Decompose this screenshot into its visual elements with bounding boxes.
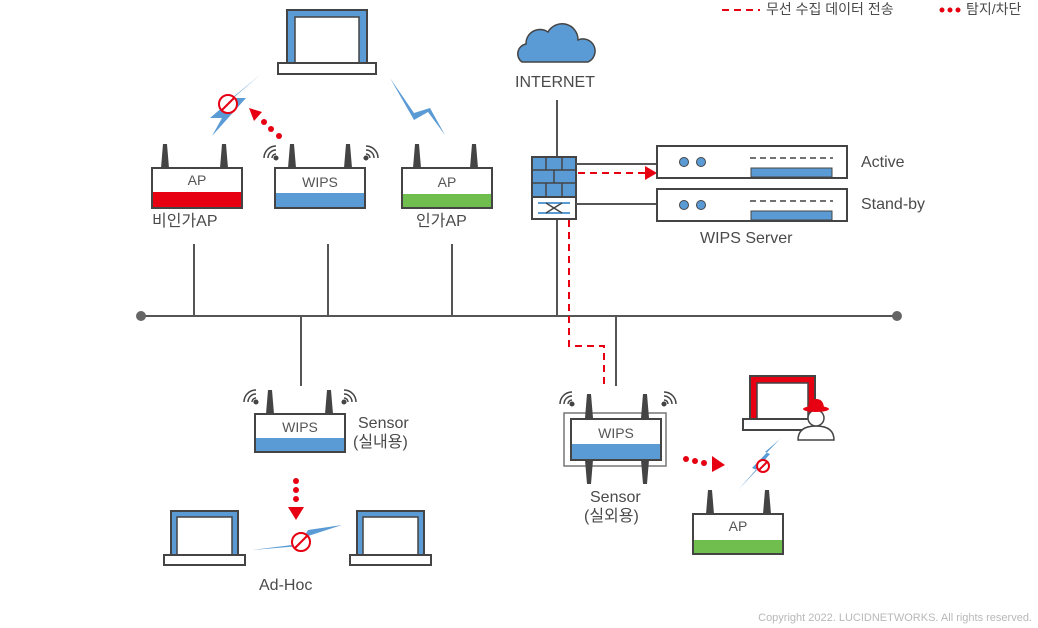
outdoor-sensor-box-label: WIPS (598, 425, 634, 441)
legend-collect-label: 무선 수집 데이터 전송 (766, 1, 894, 17)
rogue-ap-device (151, 144, 243, 209)
indoor-sensor-device (254, 390, 346, 453)
backbone-end-left (136, 311, 146, 321)
server-caption: WIPS Server (700, 230, 793, 247)
adhoc-caption: Ad-Hoc (259, 577, 313, 594)
wips-top-device (274, 144, 366, 209)
collect-arrow-server (578, 166, 657, 180)
hacker-laptop (742, 375, 816, 431)
outdoor-sensor-device (563, 394, 667, 484)
server-standby-label: Stand-by (861, 196, 926, 213)
block-icon-rogue (218, 94, 238, 114)
laptop-top (277, 9, 377, 75)
wireless-link-auth (390, 78, 445, 135)
block-icon-adhoc (291, 532, 311, 552)
copyright: Copyright 2022. LUCIDNETWORKS. All right… (758, 612, 1032, 624)
outdoor-sensor-caption-1: Sensor (590, 489, 641, 506)
outdoor-sensor-caption-2: (실외용) (584, 508, 639, 525)
collect-path-outdoor (568, 220, 605, 386)
server-active (656, 145, 848, 179)
signal-icon (559, 391, 677, 407)
bottom-ap-device (692, 490, 784, 555)
bottom-ap-box-label: AP (728, 518, 748, 534)
server-standby (656, 188, 848, 222)
backbone-end-right (892, 311, 902, 321)
legend-block-label: 탐지/차단 (966, 1, 1022, 17)
signal-icon (243, 389, 357, 405)
hacker-icon (797, 399, 835, 441)
wips-top-box-label: WIPS (302, 174, 338, 190)
auth-ap-caption: 인가AP (416, 213, 467, 230)
signal-icon (263, 145, 379, 161)
block-icon-hacker (756, 459, 770, 473)
auth-ap-device (401, 144, 493, 209)
firewall-icon (531, 156, 577, 220)
laptop-adhoc-right (349, 510, 432, 566)
indoor-sensor-caption-1: Sensor (358, 415, 409, 432)
internet-label: INTERNET (515, 74, 595, 91)
indoor-sensor-caption-2: (실내용) (353, 434, 408, 451)
rogue-ap-box-label: AP (187, 172, 207, 188)
block-arrow-adhoc (288, 478, 304, 520)
laptop-adhoc-left (163, 510, 246, 566)
rogue-ap-caption: 비인가AP (152, 213, 218, 230)
indoor-sensor-box-label: WIPS (282, 419, 318, 435)
block-arrow-outdoor (683, 456, 725, 472)
auth-ap-box-label: AP (437, 174, 457, 190)
legend-dots (939, 7, 961, 13)
cloud-icon (517, 23, 596, 63)
server-active-label: Active (861, 154, 905, 171)
wireless-link-adhoc (252, 525, 342, 550)
block-arrow-top (249, 108, 282, 139)
